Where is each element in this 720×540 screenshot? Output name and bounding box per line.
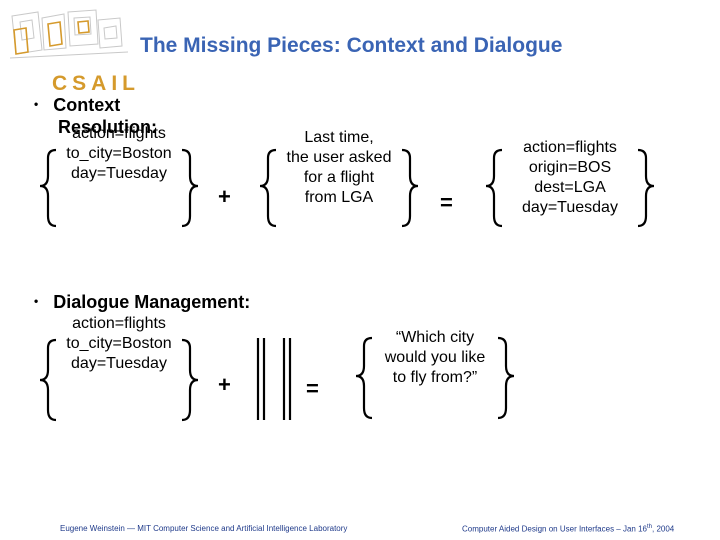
footer-right: Computer Aided Design on User Interfaces… bbox=[462, 524, 674, 534]
slide-title: The Missing Pieces: Context and Dialogue bbox=[140, 34, 563, 57]
footer-right-year: , 2004 bbox=[652, 524, 675, 534]
footer-left: Eugene Weinstein — MIT Computer Science … bbox=[60, 524, 348, 533]
result-line: action=flights bbox=[523, 139, 617, 156]
dialogue-response-text: “Which city would you like to fly from?” bbox=[366, 328, 504, 388]
frame-line: day=Tuesday bbox=[71, 355, 167, 372]
history-line: the user asked bbox=[286, 149, 392, 166]
result-line: day=Tuesday bbox=[522, 199, 618, 216]
footer-right-sup: th bbox=[647, 524, 653, 530]
plus-operator: + bbox=[218, 184, 231, 209]
bullet-context-label: Context bbox=[53, 95, 121, 115]
response-line: to fly from?” bbox=[392, 369, 478, 386]
bullet-marker: • bbox=[34, 97, 39, 111]
equals-operator: = bbox=[440, 190, 453, 215]
frame-line: to_city=Boston bbox=[66, 145, 172, 162]
result-line: origin=BOS bbox=[528, 159, 612, 176]
bullet-dialogue: • Dialogue Management: bbox=[34, 292, 250, 313]
history-line: for a flight bbox=[303, 169, 375, 186]
history-line: Last time, bbox=[304, 129, 374, 146]
response-line: “Which city bbox=[395, 329, 475, 346]
bullet-context: • Context bbox=[34, 95, 120, 116]
equals-operator: = bbox=[306, 376, 319, 401]
footer-right-main: Computer Aided Design on User Interfaces… bbox=[462, 524, 647, 534]
plus-operator: + bbox=[218, 372, 231, 397]
bullet-marker: • bbox=[34, 294, 39, 308]
frame-line: action=flights bbox=[72, 125, 166, 142]
result-line: dest=LGA bbox=[534, 179, 606, 196]
csail-building-sketch bbox=[9, 9, 129, 59]
history-line: from LGA bbox=[304, 189, 374, 206]
frame-line: day=Tuesday bbox=[71, 165, 167, 182]
logo-text: CSAIL bbox=[52, 72, 140, 95]
context-history-text: Last time, the user asked for a flight f… bbox=[270, 128, 408, 208]
frame-line: to_city=Boston bbox=[66, 335, 172, 352]
context-frame-text: action=flights to_city=Boston day=Tuesda… bbox=[50, 124, 188, 184]
bullet-dialogue-label: Dialogue Management: bbox=[53, 292, 251, 312]
bullet-resolution-label: Resolution: bbox=[58, 117, 157, 137]
dialogue-frame-text: action=flights to_city=Boston day=Tuesda… bbox=[50, 314, 188, 374]
frame-line: action=flights bbox=[72, 315, 166, 332]
response-line: would you like bbox=[384, 349, 486, 366]
csail-logo: CSAIL bbox=[8, 8, 138, 98]
context-result-text: action=flights origin=BOS dest=LGA day=T… bbox=[496, 138, 644, 218]
